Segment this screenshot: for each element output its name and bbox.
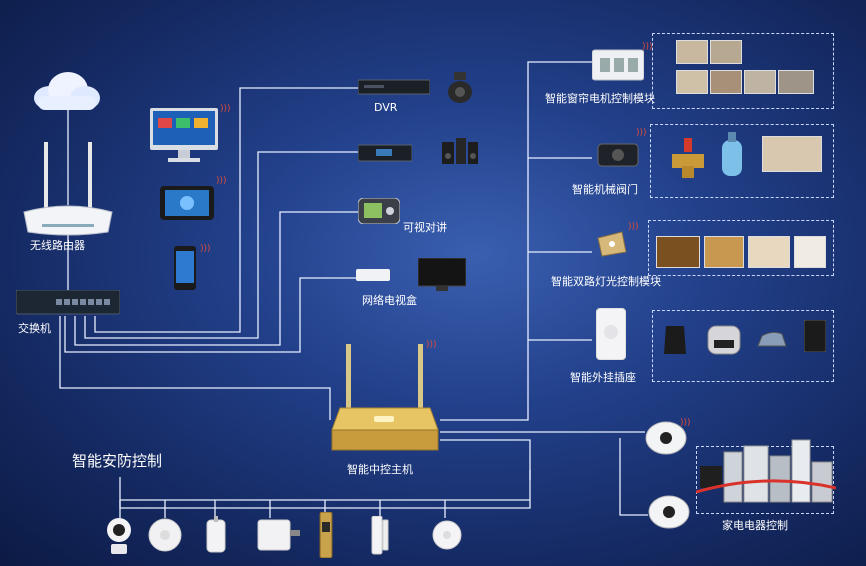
switch-label: 交换机 [18,322,51,335]
hub-label: 智能中控主机 [347,463,413,476]
kettle-icon [664,326,686,354]
socket-device-group [652,310,834,382]
curtain-photo [710,40,742,64]
cloud-icon [34,72,100,110]
speaker-icon [442,138,478,164]
router-icon [23,142,113,236]
appliances-icon [696,439,836,503]
lighting-photo [656,236,700,268]
socket-label: 智能外挂插座 [570,371,636,384]
valve-device-group [650,124,834,198]
dome-camera-icon [645,421,687,455]
av-receiver-icon [358,144,412,162]
tv-box-icon [356,269,390,281]
water-valve-icon [672,138,704,178]
valve-label: 智能机械阀门 [572,183,638,196]
door-sensor-icon [371,516,389,555]
tvbox-label: 网络电视盒 [362,294,417,307]
monitor-icon [150,108,218,162]
lighting-photo [704,236,744,268]
light-switch-icon [597,231,627,257]
television-icon [418,258,466,291]
curtain-module-icon [592,49,644,81]
alarm-panel-icon [257,519,300,551]
door-lock-icon [319,512,333,558]
lighting-photo [794,236,826,268]
smart-socket-icon [596,308,626,360]
appliance-label: 家电电器控制 [722,519,788,532]
dome-camera-icon [648,495,690,529]
valve-controller-icon [597,143,639,167]
wifi-signal-icon: ))) [220,104,231,114]
curtain-photo [778,70,814,94]
wifi-signal-icon: ))) [216,176,227,186]
intercom-label: 可视对讲 [403,221,447,234]
tablet-icon [160,186,214,220]
wifi-signal-icon: ))) [426,340,437,350]
switch-icon [16,290,120,315]
ip-camera-icon [107,518,131,554]
motion-sensor-icon [432,520,462,550]
rice-cooker-icon [707,325,741,355]
curtain-photo [744,70,776,94]
wifi-signal-icon: ))) [200,244,211,254]
light-label: 智能双路灯光控制模块 [551,275,661,288]
dome-camera-icon [448,72,472,103]
curtain-device-group [652,33,834,109]
curtain-photo [710,70,742,94]
dvr-icon [358,79,430,95]
dvr-label: DVR [374,101,398,114]
video-intercom-icon [358,198,400,224]
gas-sensor-icon [206,516,226,553]
wifi-signal-icon: ))) [642,42,653,52]
router-label: 无线路由器 [30,239,85,252]
lighting-photo [748,236,790,268]
curtain-photo [676,40,708,64]
wifi-signal-icon: ))) [636,128,647,138]
wifi-signal-icon: ))) [680,418,691,428]
curtain-photo [676,70,708,94]
light-device-group [648,220,834,276]
wifi-signal-icon: ))) [628,222,639,232]
smartphone-icon [174,246,196,290]
iron-icon [757,331,787,347]
gas-tank-icon [722,132,742,176]
curtain-label: 智能窗帘电机控制模块 [545,92,655,105]
smart-hub-icon [331,344,439,451]
smoke-detector-icon [148,518,182,552]
pet-feeder-photo [762,136,822,172]
security-title: 智能安防控制 [72,452,163,470]
induction-cooker-icon [804,320,826,352]
